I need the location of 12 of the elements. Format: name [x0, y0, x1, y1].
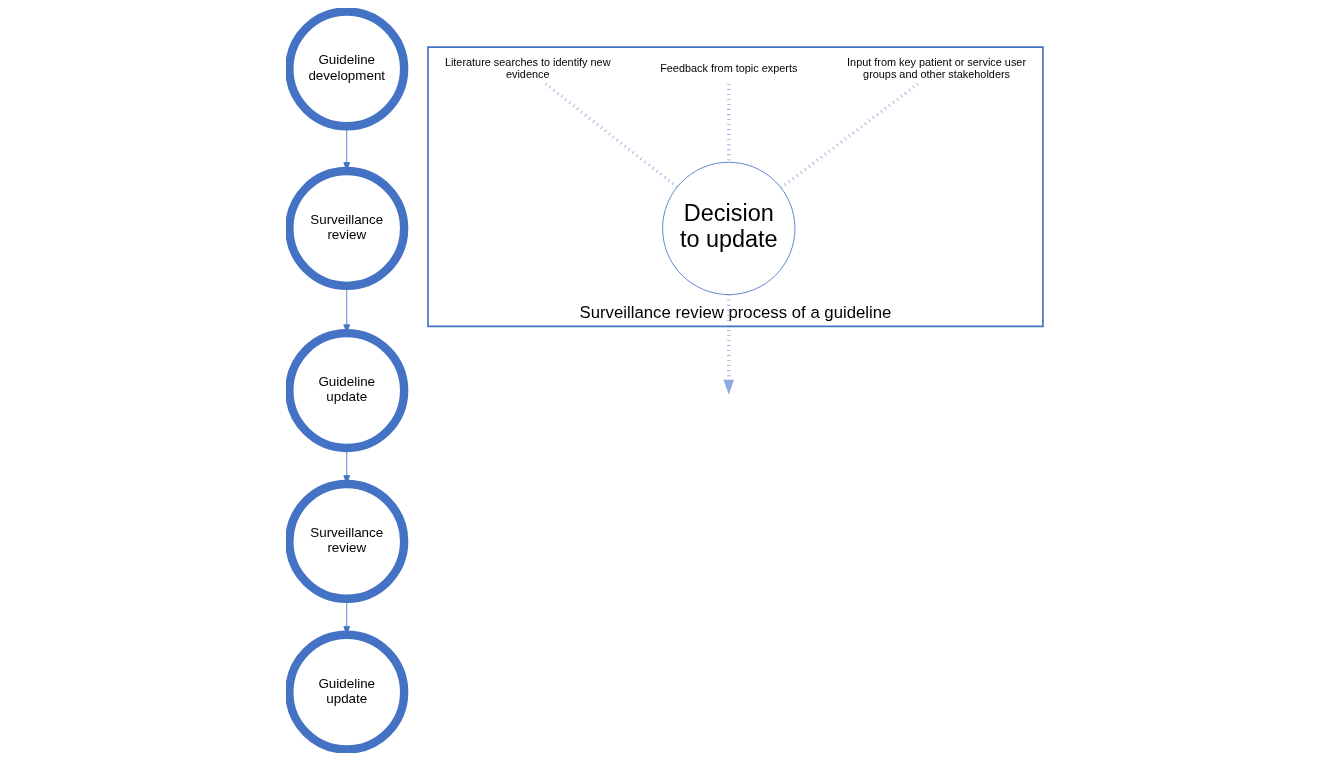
- node-circle: Decision to update: [662, 161, 796, 296]
- node-circle: Guideline update: [286, 328, 409, 453]
- connector: [780, 82, 919, 190]
- node-circle: Guideline update: [286, 630, 409, 753]
- arrow: [723, 294, 735, 395]
- node-circle: Surveillance review: [286, 479, 409, 603]
- node-text: Input from key patient or service user groups and other stakeholders: [847, 55, 1027, 80]
- node-text: Literature searches to identify new evidence: [444, 55, 611, 80]
- node-circle: Surveillance review: [286, 166, 409, 290]
- connector: [544, 82, 679, 189]
- node-text: Feedback from topic experts: [660, 61, 798, 74]
- node-circle: Guideline development: [286, 8, 409, 131]
